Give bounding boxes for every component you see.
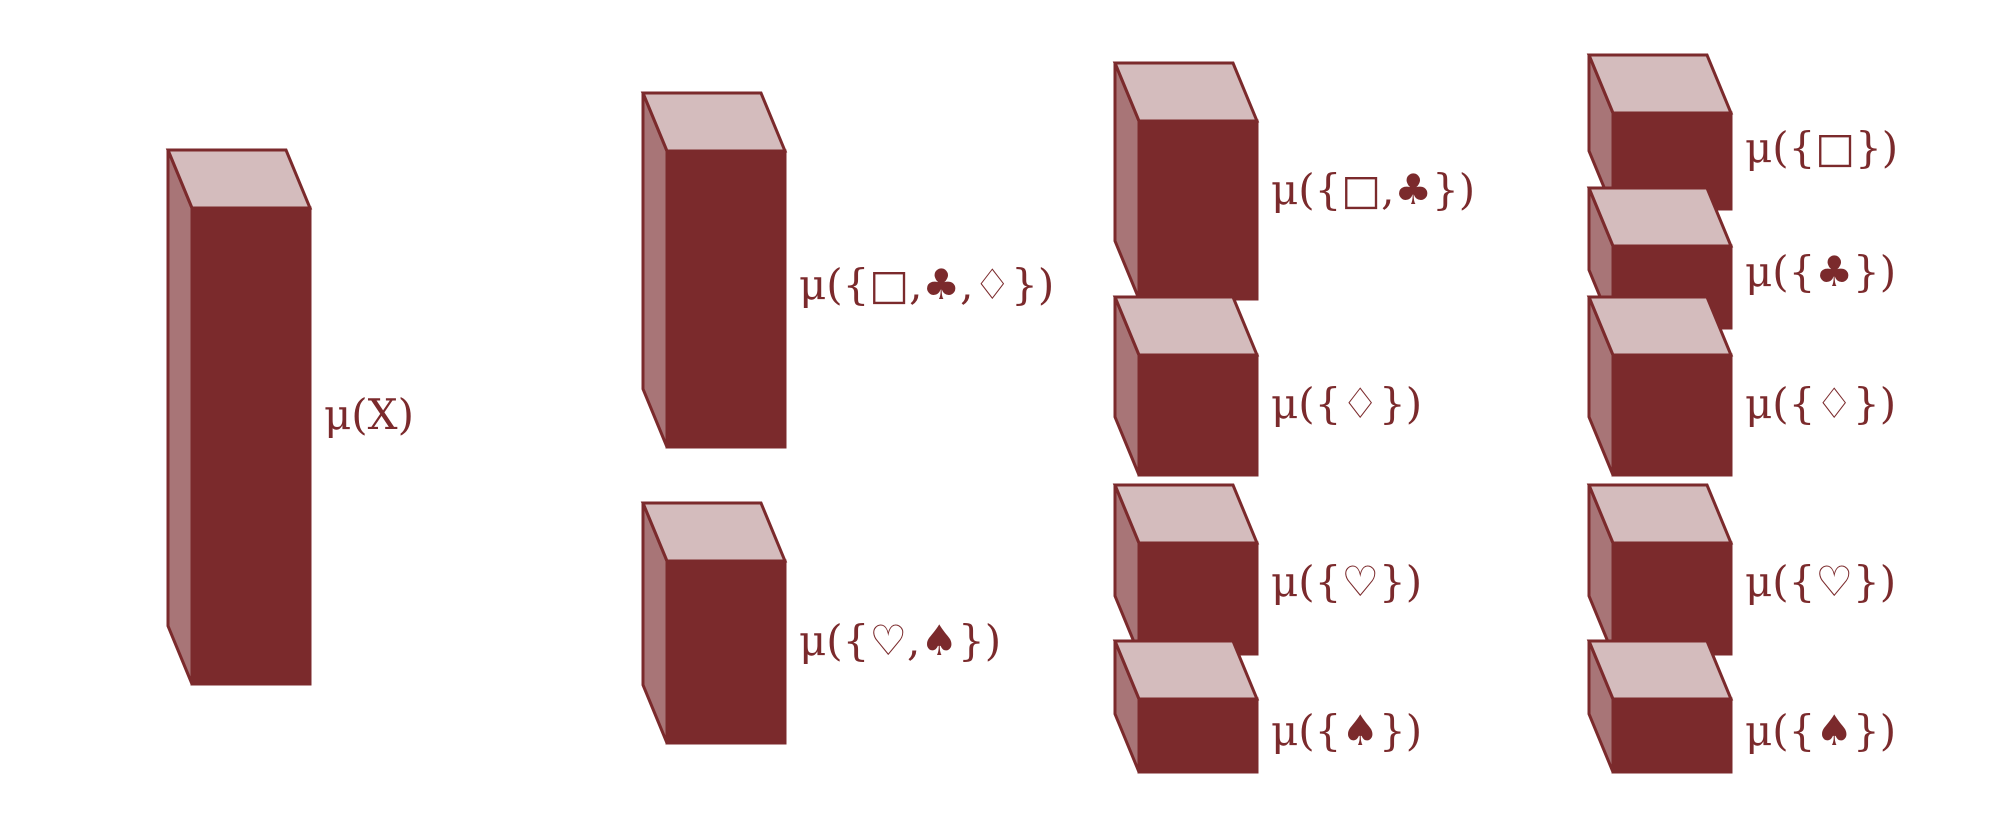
block-label: μ({♡}) <box>1745 557 1896 606</box>
block: μ({♡}) <box>1112 483 1422 656</box>
block-label: μ(X) <box>324 390 414 439</box>
column-3: μ({□,♣}) μ({♢}) μ({♡}) μ({♠}) <box>1112 61 1475 774</box>
block-top-face <box>1586 295 1734 357</box>
block-label: μ({♠}) <box>1745 706 1896 755</box>
block-top-face <box>1586 186 1734 248</box>
block-label: μ({♣}) <box>1745 247 1896 296</box>
block-top-face <box>1586 639 1734 701</box>
block-front-face <box>1137 541 1259 656</box>
block: μ({□}) <box>1586 53 1898 211</box>
block-side-face <box>166 149 194 685</box>
block-front-face <box>1611 353 1733 477</box>
block-label: μ({□,♣,♢}) <box>799 260 1054 309</box>
block: μ({♢}) <box>1112 295 1422 477</box>
block-top-face <box>640 91 788 153</box>
block-label: μ({♠}) <box>1271 706 1422 755</box>
block-top-face <box>165 148 313 210</box>
block-label: μ({♢}) <box>1745 379 1896 428</box>
column-1: μ(X) <box>165 148 414 686</box>
block: μ({♡,♠}) <box>640 501 1001 745</box>
block: μ({□,♣}) <box>1112 61 1475 301</box>
block-front-face <box>1137 353 1259 477</box>
block-front-face <box>1611 697 1733 774</box>
column-2: μ({□,♣,♢}) μ({♡,♠}) <box>640 91 1054 745</box>
block: μ({□,♣,♢}) <box>640 91 1054 449</box>
block-label: μ({♡,♠}) <box>799 616 1001 665</box>
block: μ({♡}) <box>1586 483 1896 656</box>
block-top-face <box>1112 639 1260 701</box>
block-label: μ({♢}) <box>1271 379 1422 428</box>
block-top-face <box>1586 483 1734 545</box>
block: μ(X) <box>165 148 414 686</box>
block-label: μ({♡}) <box>1271 557 1422 606</box>
block-label: μ({□,♣}) <box>1271 165 1475 214</box>
block-label: μ({□}) <box>1745 123 1898 172</box>
block-top-face <box>1112 483 1260 545</box>
block-front-face <box>1611 541 1733 656</box>
block-top-face <box>1112 295 1260 357</box>
block-front-face <box>665 559 787 745</box>
block-front-face <box>190 206 312 686</box>
block-front-face <box>1137 697 1259 774</box>
block: μ({♠}) <box>1112 639 1422 774</box>
block-top-face <box>1586 53 1734 115</box>
block-front-face <box>1137 119 1259 301</box>
block: μ({♠}) <box>1586 639 1896 774</box>
block-top-face <box>640 501 788 563</box>
block-front-face <box>665 149 787 449</box>
block: μ({♢}) <box>1586 295 1896 477</box>
block-top-face <box>1112 61 1260 123</box>
column-4: μ({□}) μ({♣}) μ({♢}) μ({♡}) μ({♠}) <box>1586 53 1898 774</box>
